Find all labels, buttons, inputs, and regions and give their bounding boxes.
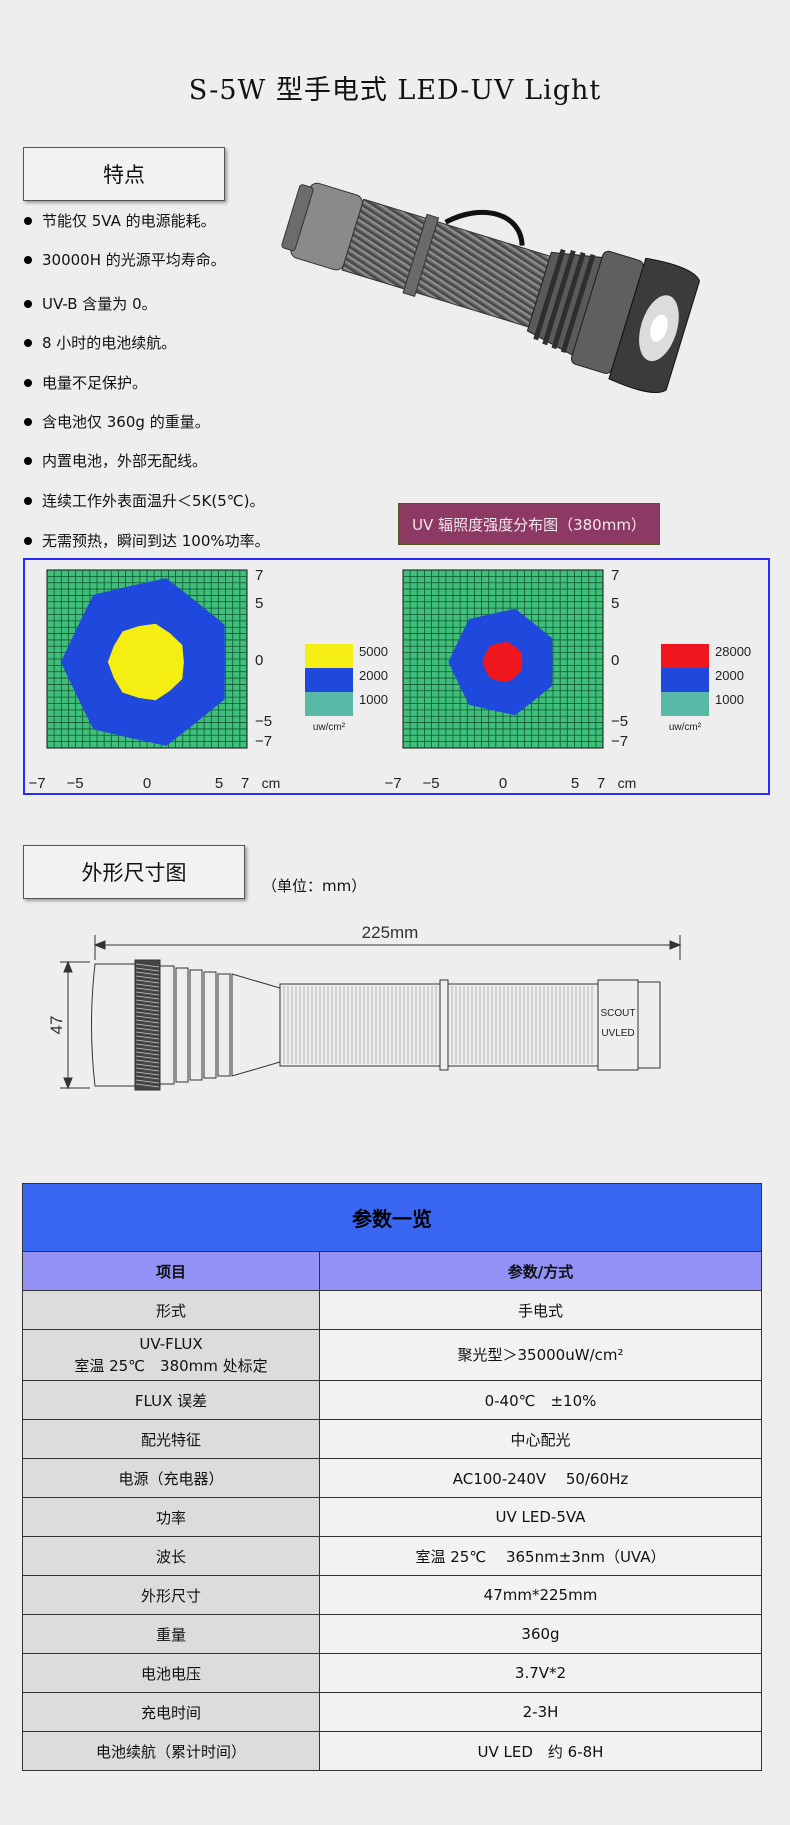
irradiance-chart-frame: 7 5 0 −5 −7 −7 −5 0 5 7 cm 5000 2000 1000 uw/cm² 7 5 0 −5 −… <box>23 558 770 795</box>
features-heading-label: 特点 <box>103 163 145 187</box>
y-tick-label: 0 <box>255 652 263 669</box>
right-legend-label: 2000 <box>715 668 744 683</box>
left-legend-label: 2000 <box>359 668 388 683</box>
y-tick-label: −5 <box>611 713 628 730</box>
bullet-icon <box>24 536 32 545</box>
table-row: 配光特征中心配光 <box>22 1419 762 1459</box>
left-inner-region <box>107 623 184 701</box>
left-legend-label: 1000 <box>359 692 388 707</box>
dimensions-heading: 外形尺寸图 <box>23 845 245 899</box>
right-inner-region <box>482 641 523 683</box>
x-unit-label: cm <box>618 775 637 791</box>
badge-line2: UVLED <box>601 1028 634 1039</box>
x-tick-label: −7 <box>28 775 45 792</box>
y-tick-label: 5 <box>255 595 263 612</box>
feature-item: 无需预热，瞬间到达 100%功率。 <box>24 530 270 551</box>
x-tick-label: 0 <box>143 775 151 792</box>
y-tick-label: −7 <box>611 733 628 750</box>
feature-item: 8 小时的电池续航。 <box>24 332 176 353</box>
right-legend-swatch <box>661 668 709 692</box>
length-label: 225mm <box>362 923 419 942</box>
x-tick-label: 5 <box>571 775 579 792</box>
features-heading: 特点 <box>23 147 225 201</box>
feature-item: 内置电池，外部无配线。 <box>24 450 207 471</box>
diameter-label: 47 <box>50 1016 66 1035</box>
feature-item: 30000H 的光源平均寿命。 <box>24 249 226 270</box>
x-tick-label: 5 <box>215 775 223 792</box>
right-legend-label: 1000 <box>715 692 744 707</box>
right-legend-unit: uw/cm² <box>669 722 702 733</box>
y-tick-label: −5 <box>255 713 272 730</box>
y-tick-label: 5 <box>611 595 619 612</box>
irradiance-charts: 7 5 0 −5 −7 −7 −5 0 5 7 cm 5000 2000 1000 uw/cm² 7 5 0 −5 −… <box>28 567 751 792</box>
table-row: 波长室温 25℃ 365nm±3nm（UVA） <box>22 1536 762 1576</box>
page-title: S-5W 型手电式 LED-UV Light <box>188 75 602 106</box>
table-title: 参数一览 <box>22 1183 762 1252</box>
bullet-icon <box>24 299 32 308</box>
right-legend-swatch <box>661 692 709 716</box>
x-tick-label: 0 <box>499 775 507 792</box>
bullet-icon <box>24 378 32 387</box>
y-tick-label: 0 <box>611 652 619 669</box>
x-tick-label: −5 <box>422 775 439 792</box>
badge-line1: SCOUT <box>601 1008 636 1019</box>
y-tick-label: 7 <box>255 567 263 584</box>
feature-item: 电量不足保护。 <box>24 372 147 393</box>
x-tick-label: −7 <box>384 775 401 792</box>
feature-item: 节能仅 5VA 的电源能耗。 <box>24 210 216 231</box>
left-legend-label: 5000 <box>359 644 388 659</box>
y-tick-label: −7 <box>255 733 272 750</box>
feature-item: 含电池仅 360g 的重量。 <box>24 411 210 432</box>
flashlight-image <box>281 182 701 393</box>
right-legend-swatch <box>661 644 709 668</box>
feature-item: UV-B 含量为 0。 <box>24 293 157 314</box>
x-tick-label: 7 <box>597 775 605 792</box>
right-legend-label: 28000 <box>715 644 751 659</box>
left-legend-swatch <box>305 668 353 692</box>
column-header-item: 项目 <box>22 1251 320 1291</box>
unit-note: （单位：mm） <box>262 877 367 895</box>
column-header-value: 参数/方式 <box>319 1251 762 1291</box>
irradiance-title: UV 辐照度强度分布图（380mm） <box>398 503 660 545</box>
bullet-icon <box>24 456 32 465</box>
y-tick-label: 7 <box>611 567 619 584</box>
dimension-drawing: 225mm 47 SCOUT UVLED <box>50 923 682 1091</box>
table-row: 电源（充电器）AC100-240V 50/60Hz <box>22 1458 762 1498</box>
dimensions-heading-label: 外形尺寸图 <box>81 861 187 885</box>
x-tick-label: 7 <box>241 775 249 792</box>
left-legend-unit: uw/cm² <box>313 722 346 733</box>
table-row: 电池续航（累计时间）UV LED 约 6-8H <box>22 1731 762 1771</box>
bullet-icon <box>24 417 32 426</box>
bullet-icon <box>24 338 32 347</box>
bullet-icon <box>24 216 32 225</box>
left-legend-swatch <box>305 644 353 668</box>
bullet-icon <box>24 255 32 264</box>
x-unit-label: cm <box>262 775 281 791</box>
table-row: 形式手电式 <box>22 1290 762 1330</box>
x-tick-label: −5 <box>66 775 83 792</box>
bullet-icon <box>24 496 32 505</box>
left-legend-swatch <box>305 692 353 716</box>
feature-item: 连续工作外表面温升＜5K(5℃)。 <box>24 490 264 511</box>
